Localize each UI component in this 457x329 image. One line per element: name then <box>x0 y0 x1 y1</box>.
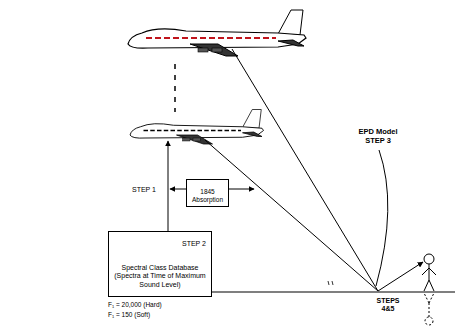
model-label: EPD Model STEP 3 <box>356 128 400 145</box>
box-text: Spectral Class Database (Spectra at Time… <box>112 264 208 289</box>
sound-path-step2 <box>205 140 378 291</box>
epd-leader <box>376 150 388 286</box>
observer-figure <box>422 254 436 291</box>
sound-path-upper <box>232 49 378 291</box>
airplane <box>128 10 306 56</box>
reflection-ray <box>378 262 423 291</box>
wing <box>177 135 213 144</box>
ground-line <box>190 291 455 292</box>
window-line <box>146 37 276 39</box>
wing <box>190 44 238 56</box>
tail-fin <box>278 10 303 35</box>
engine <box>212 48 222 52</box>
airplane <box>130 110 264 145</box>
step-label: STEPS 4&5 <box>372 297 404 313</box>
engine <box>198 48 208 52</box>
tail-fin <box>243 110 262 129</box>
image-body <box>424 293 434 317</box>
stabilizer <box>278 40 304 46</box>
flight-path-dashed <box>174 64 176 112</box>
window-line <box>144 130 242 132</box>
airplanes <box>128 10 306 144</box>
step1-arrow <box>168 141 169 231</box>
absorption-arrow-right <box>229 189 254 190</box>
stabilizer <box>243 132 263 137</box>
absorption-box: 1845 Absorption <box>186 179 229 207</box>
engine <box>193 138 201 141</box>
observer-head <box>424 254 434 264</box>
parameter-label: F₁ = 150 (Soft) <box>108 311 150 318</box>
step-label: STEP 2 <box>182 240 206 248</box>
step-label: STEP 1 <box>132 186 156 194</box>
parameter-label: F₁ = 20,000 (Hard) <box>108 301 162 308</box>
image-head <box>425 317 433 325</box>
absorption-arrow-left <box>170 189 186 190</box>
box-text: 1845 Absorption <box>188 188 227 204</box>
observer-image <box>424 293 434 325</box>
observer-body <box>422 264 436 291</box>
tick-marks <box>328 281 333 285</box>
engine <box>183 138 191 141</box>
